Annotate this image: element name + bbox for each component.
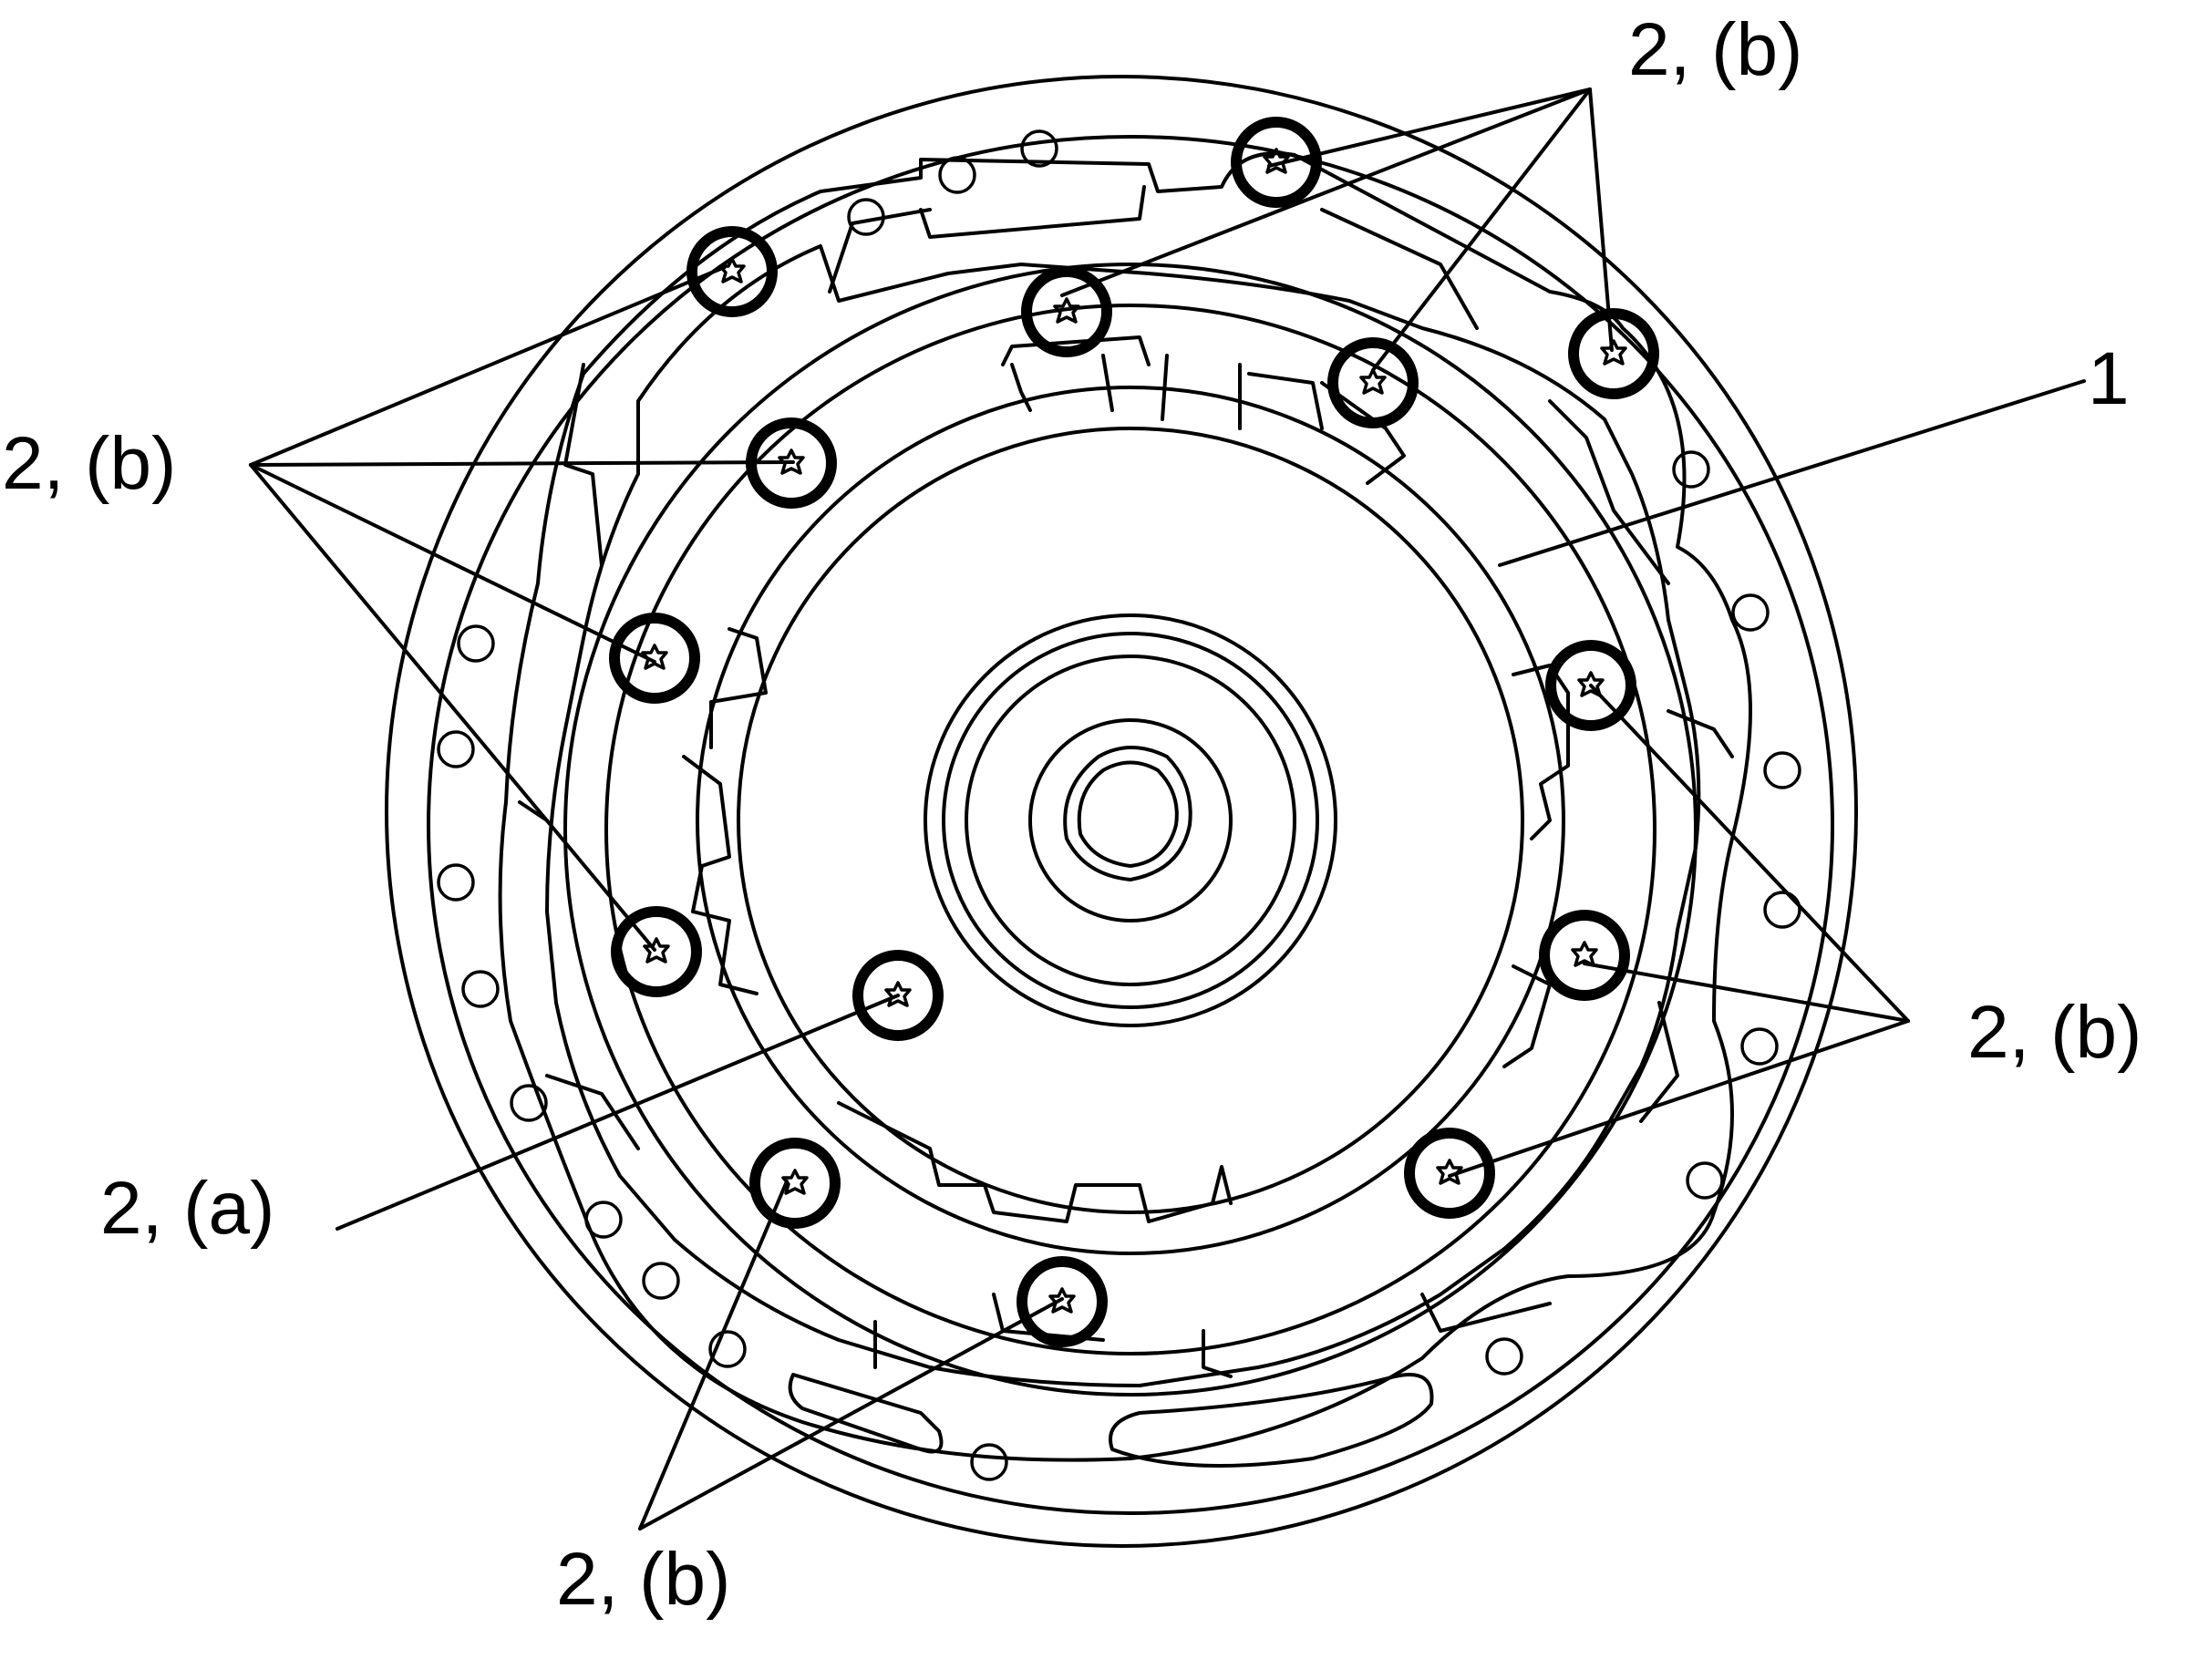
center-hub (924, 613, 1337, 1027)
callout-part-1: 1 (2088, 337, 2130, 420)
torx-bolt-icon (1021, 266, 1112, 357)
torx-bolt-icon (1568, 308, 1659, 399)
torx-bolt-icon (1545, 640, 1636, 731)
callout-right: 2, (b) (1967, 991, 2142, 1074)
middle-rings (563, 263, 1698, 1397)
leader-lines (249, 88, 2086, 1531)
torx-bolt-icon (686, 226, 778, 317)
torx-bolt-icon (609, 613, 700, 704)
torx-bolt-icon (749, 1138, 841, 1229)
flange-holes (437, 129, 1801, 1481)
torx-bolt-icon (1327, 337, 1419, 428)
callout-top-right: 2, (b) (1628, 8, 1803, 91)
callout-bottom: 2, (b) (556, 1538, 731, 1621)
torx-bolt-icon (1017, 1256, 1108, 1347)
torx-bolt-icon (852, 950, 944, 1041)
torx-bolt-icon (1539, 910, 1630, 1001)
outer-housing (385, 75, 1858, 1548)
torx-bolt-icon (1404, 1128, 1495, 1219)
bolt-group (609, 117, 1659, 1347)
torx-bolt-icon (746, 417, 837, 509)
callout-lower-left: 2, (a) (100, 1167, 275, 1250)
torx-bolt-icon (611, 906, 702, 997)
flange-contour (498, 151, 1752, 1462)
bottom-slots (788, 1373, 1434, 1468)
callout-left: 2, (b) (2, 422, 177, 505)
torx-bolt-icon (1231, 117, 1322, 208)
